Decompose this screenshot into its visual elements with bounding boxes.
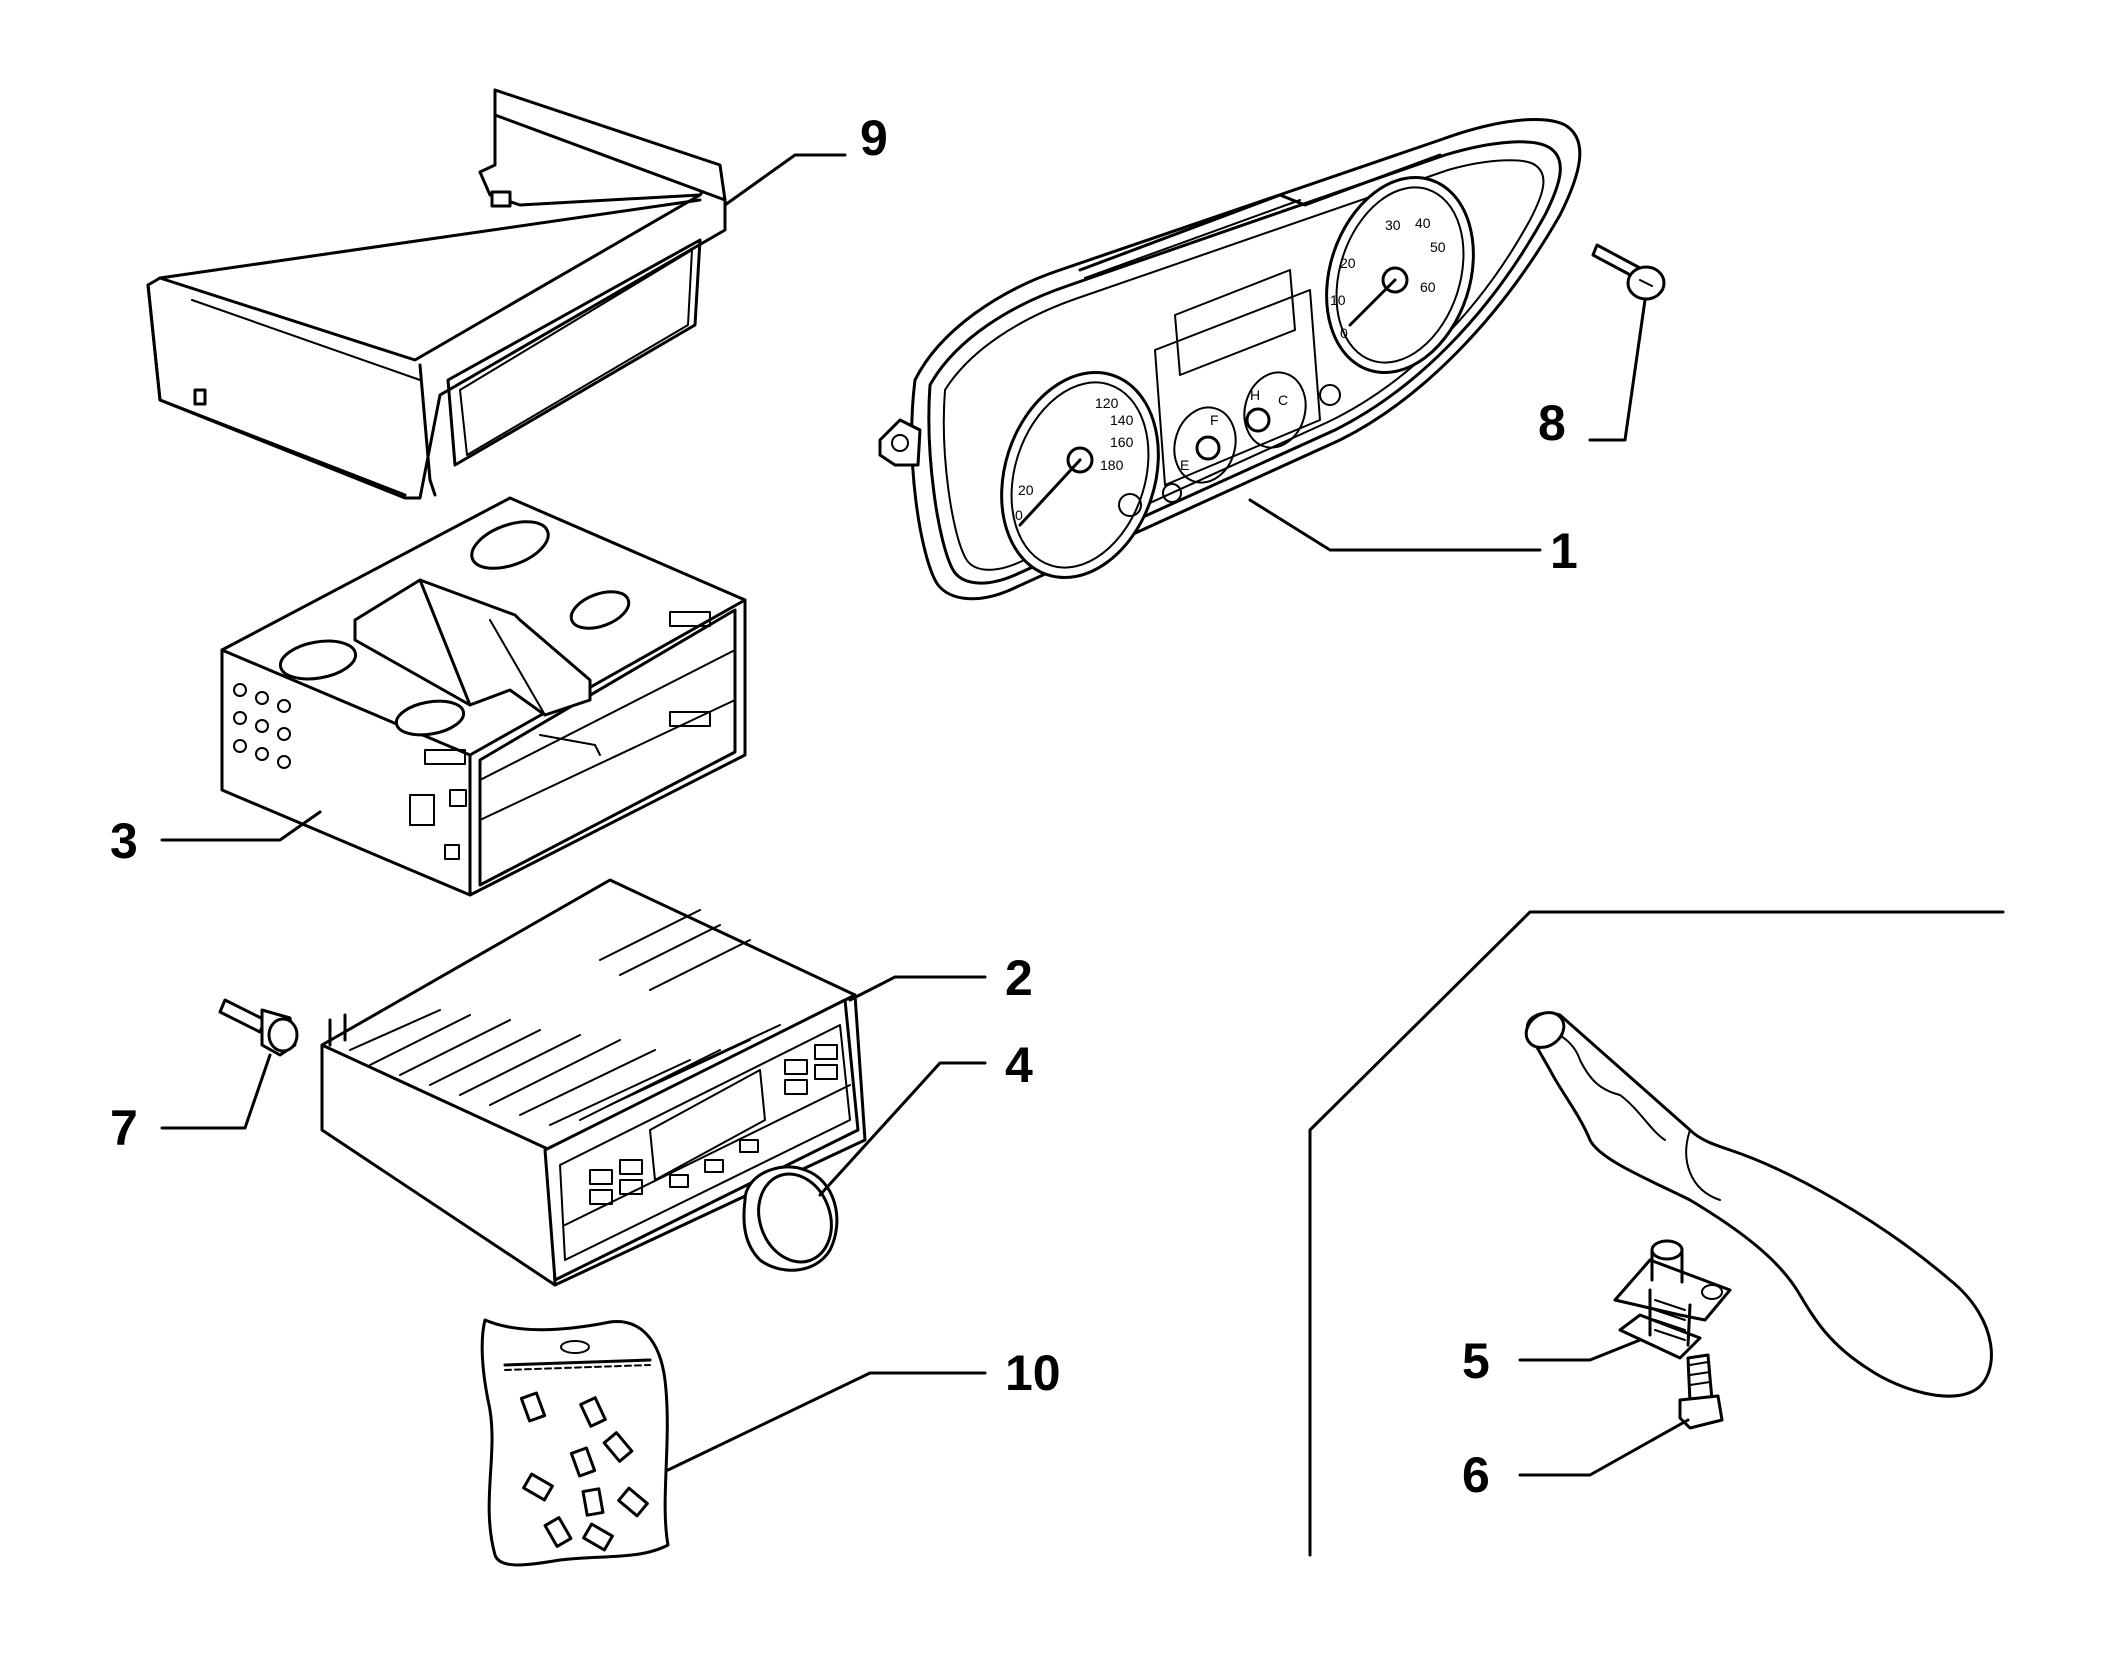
part-7-bolt	[218, 998, 299, 1057]
leader-10	[666, 1371, 987, 1472]
callout-9: 9	[860, 110, 888, 166]
callout-4: 4	[1005, 1037, 1033, 1093]
leader-8	[1588, 298, 1647, 442]
fuel-mark-e: E	[1180, 457, 1189, 473]
callout-8: 8	[1538, 395, 1566, 451]
temp-mark-h: H	[1250, 387, 1260, 403]
speedo-tick-20: 20	[1018, 482, 1034, 498]
leader-1	[1248, 498, 1542, 552]
part-5-bracket	[1613, 1239, 1732, 1360]
tacho-tick-40: 40	[1415, 215, 1431, 231]
speedo-tick-160: 160	[1110, 434, 1134, 450]
temp-mark-c: C	[1278, 392, 1288, 408]
leader-6	[1518, 1418, 1690, 1477]
part-1-instrument-cluster: 0 20 120 140 160 180 E F H C	[878, 118, 1582, 601]
leader-lines	[160, 153, 1690, 1477]
callout-5: 5	[1462, 1333, 1490, 1389]
callout-10: 10	[1005, 1345, 1061, 1401]
callout-1: 1	[1550, 523, 1578, 579]
leader-4	[818, 1061, 987, 1197]
part-9-housing-tray	[146, 88, 727, 500]
handbrake-inset	[1308, 910, 2005, 1557]
callout-2: 2	[1005, 950, 1033, 1006]
leader-2	[848, 975, 987, 1002]
tacho-tick-50: 50	[1430, 239, 1446, 255]
center-gauge-panel: E F H C	[1154, 269, 1321, 503]
tachometer-gauge: 0 10 20 30 40 50 60	[1325, 175, 1475, 375]
part-8-screw	[1591, 243, 1666, 301]
tacho-tick-20: 20	[1340, 255, 1356, 271]
callout-7: 7	[110, 1100, 138, 1156]
callout-6: 6	[1462, 1447, 1490, 1503]
tacho-tick-10: 10	[1330, 292, 1346, 308]
tacho-tick-0: 0	[1340, 325, 1348, 341]
cage-vent-holes	[233, 683, 291, 769]
fuel-mark-f: F	[1210, 412, 1219, 428]
tacho-tick-30: 30	[1385, 217, 1401, 233]
unit-vent-lines	[349, 909, 781, 1126]
leader-5	[1518, 1338, 1642, 1362]
callout-numbers: 1 2 3 4 5 6 7 8 9 10	[110, 110, 1578, 1503]
bag-nuts	[519, 1391, 649, 1552]
speedo-tick-120: 120	[1095, 395, 1119, 411]
part-3-mounting-cage	[220, 496, 747, 897]
tacho-tick-60: 60	[1420, 279, 1436, 295]
speedo-tick-140: 140	[1110, 412, 1134, 428]
leader-7	[160, 1053, 272, 1130]
part-2-electronic-unit	[320, 878, 867, 1287]
speedometer-gauge: 0 20 120 140 160 180	[1000, 370, 1160, 580]
callout-3: 3	[110, 813, 138, 869]
leader-9	[723, 153, 847, 207]
part-10-parts-bag	[480, 1318, 670, 1567]
part-6-bolt	[1678, 1353, 1724, 1430]
part-4-cap	[742, 1165, 839, 1272]
speedo-tick-0: 0	[1015, 507, 1023, 523]
leader-3	[160, 810, 322, 842]
speedo-tick-180: 180	[1100, 457, 1124, 473]
